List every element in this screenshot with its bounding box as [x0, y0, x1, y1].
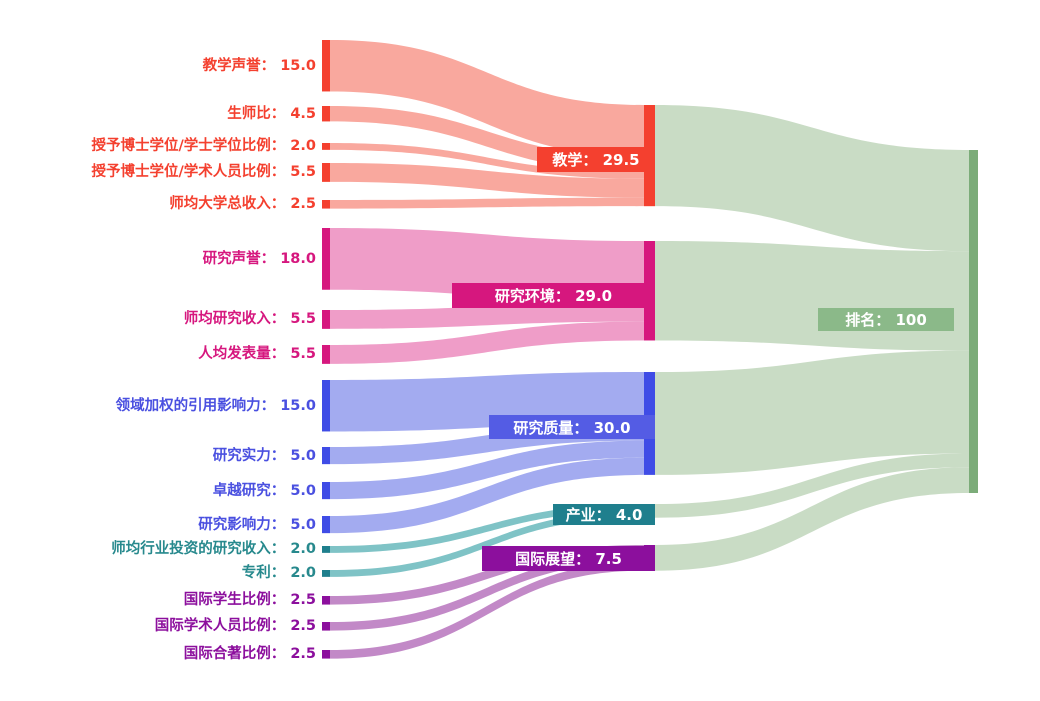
metric-label: 国际学术人员比例： 2.5: [154, 618, 316, 635]
node-bar-international: [322, 596, 330, 605]
node-bar-rank: [969, 150, 978, 493]
category-label-rank: 排名： 100: [818, 308, 954, 331]
metric-label: 国际学生比例： 2.5: [183, 592, 316, 609]
metric-label: 师均行业投资的研究收入： 2.0: [111, 541, 316, 558]
flow-research_quality: [330, 440, 644, 500]
flow-teaching: [330, 163, 644, 198]
flow-to-rank: [655, 241, 969, 351]
category-label-teaching: 教学： 29.5: [537, 147, 655, 172]
node-bar-research_env: [322, 345, 330, 364]
flow-teaching: [330, 197, 644, 209]
flow-teaching: [330, 40, 644, 157]
node-bar-industry: [322, 546, 330, 553]
flow-research_quality: [330, 457, 644, 534]
flow-to-rank: [655, 467, 969, 571]
node-bar-research_quality: [322, 447, 330, 465]
metric-label: 授予博士学位/学术人员比例： 5.5: [91, 164, 316, 181]
metric-label: 研究声誉： 18.0: [202, 250, 316, 267]
metric-label: 师均大学总收入： 2.5: [169, 196, 316, 213]
metric-label: 研究实力： 5.0: [212, 447, 316, 464]
category-label-international: 国际展望： 7.5: [482, 546, 655, 571]
flow-industry: [330, 504, 644, 553]
flow-industry: [330, 510, 644, 577]
node-bar-research_quality: [322, 516, 330, 534]
flow-research_env: [330, 321, 644, 364]
metric-label: 教学声誉： 15.0: [202, 57, 316, 74]
flow-to-rank: [655, 350, 969, 475]
flow-research_env: [330, 302, 644, 329]
metric-label: 研究影响力： 5.0: [198, 516, 316, 533]
metric-label: 生师比： 4.5: [227, 105, 316, 122]
metric-label: 国际合著比例： 2.5: [183, 646, 316, 663]
flow-international: [330, 545, 644, 605]
metric-label: 人均发表量： 5.5: [198, 346, 316, 363]
flow-to-rank: [655, 453, 969, 518]
flow-international: [330, 553, 644, 631]
node-bar-teaching: [322, 106, 330, 122]
node-bar-research_quality: [322, 482, 330, 500]
category-label-research_env: 研究环境： 29.0: [452, 283, 655, 308]
node-bar-teaching: [322, 200, 330, 209]
node-bar-international: [322, 622, 330, 631]
node-bar-teaching: [322, 40, 330, 92]
metric-label: 卓越研究： 5.0: [212, 482, 316, 499]
category-label-industry: 产业： 4.0: [553, 504, 655, 525]
metric-label: 专利： 2.0: [241, 565, 316, 582]
flow-to-rank: [655, 105, 969, 252]
node-bar-research_quality: [322, 380, 330, 432]
node-bar-research_env: [322, 228, 330, 290]
node-bar-teaching: [322, 143, 330, 150]
flow-international: [330, 562, 644, 659]
metric-label: 领域加权的引用影响力： 15.0: [115, 397, 316, 414]
node-bar-international: [322, 650, 330, 659]
node-bar-industry: [322, 570, 330, 577]
node-bar-research_env: [322, 310, 330, 329]
category-label-research_quality: 研究质量： 30.0: [489, 415, 655, 439]
node-bar-teaching: [322, 163, 330, 182]
metric-label: 师均研究收入： 5.5: [183, 311, 316, 328]
metric-label: 授予博士学位/学士学位比例： 2.0: [91, 138, 316, 155]
